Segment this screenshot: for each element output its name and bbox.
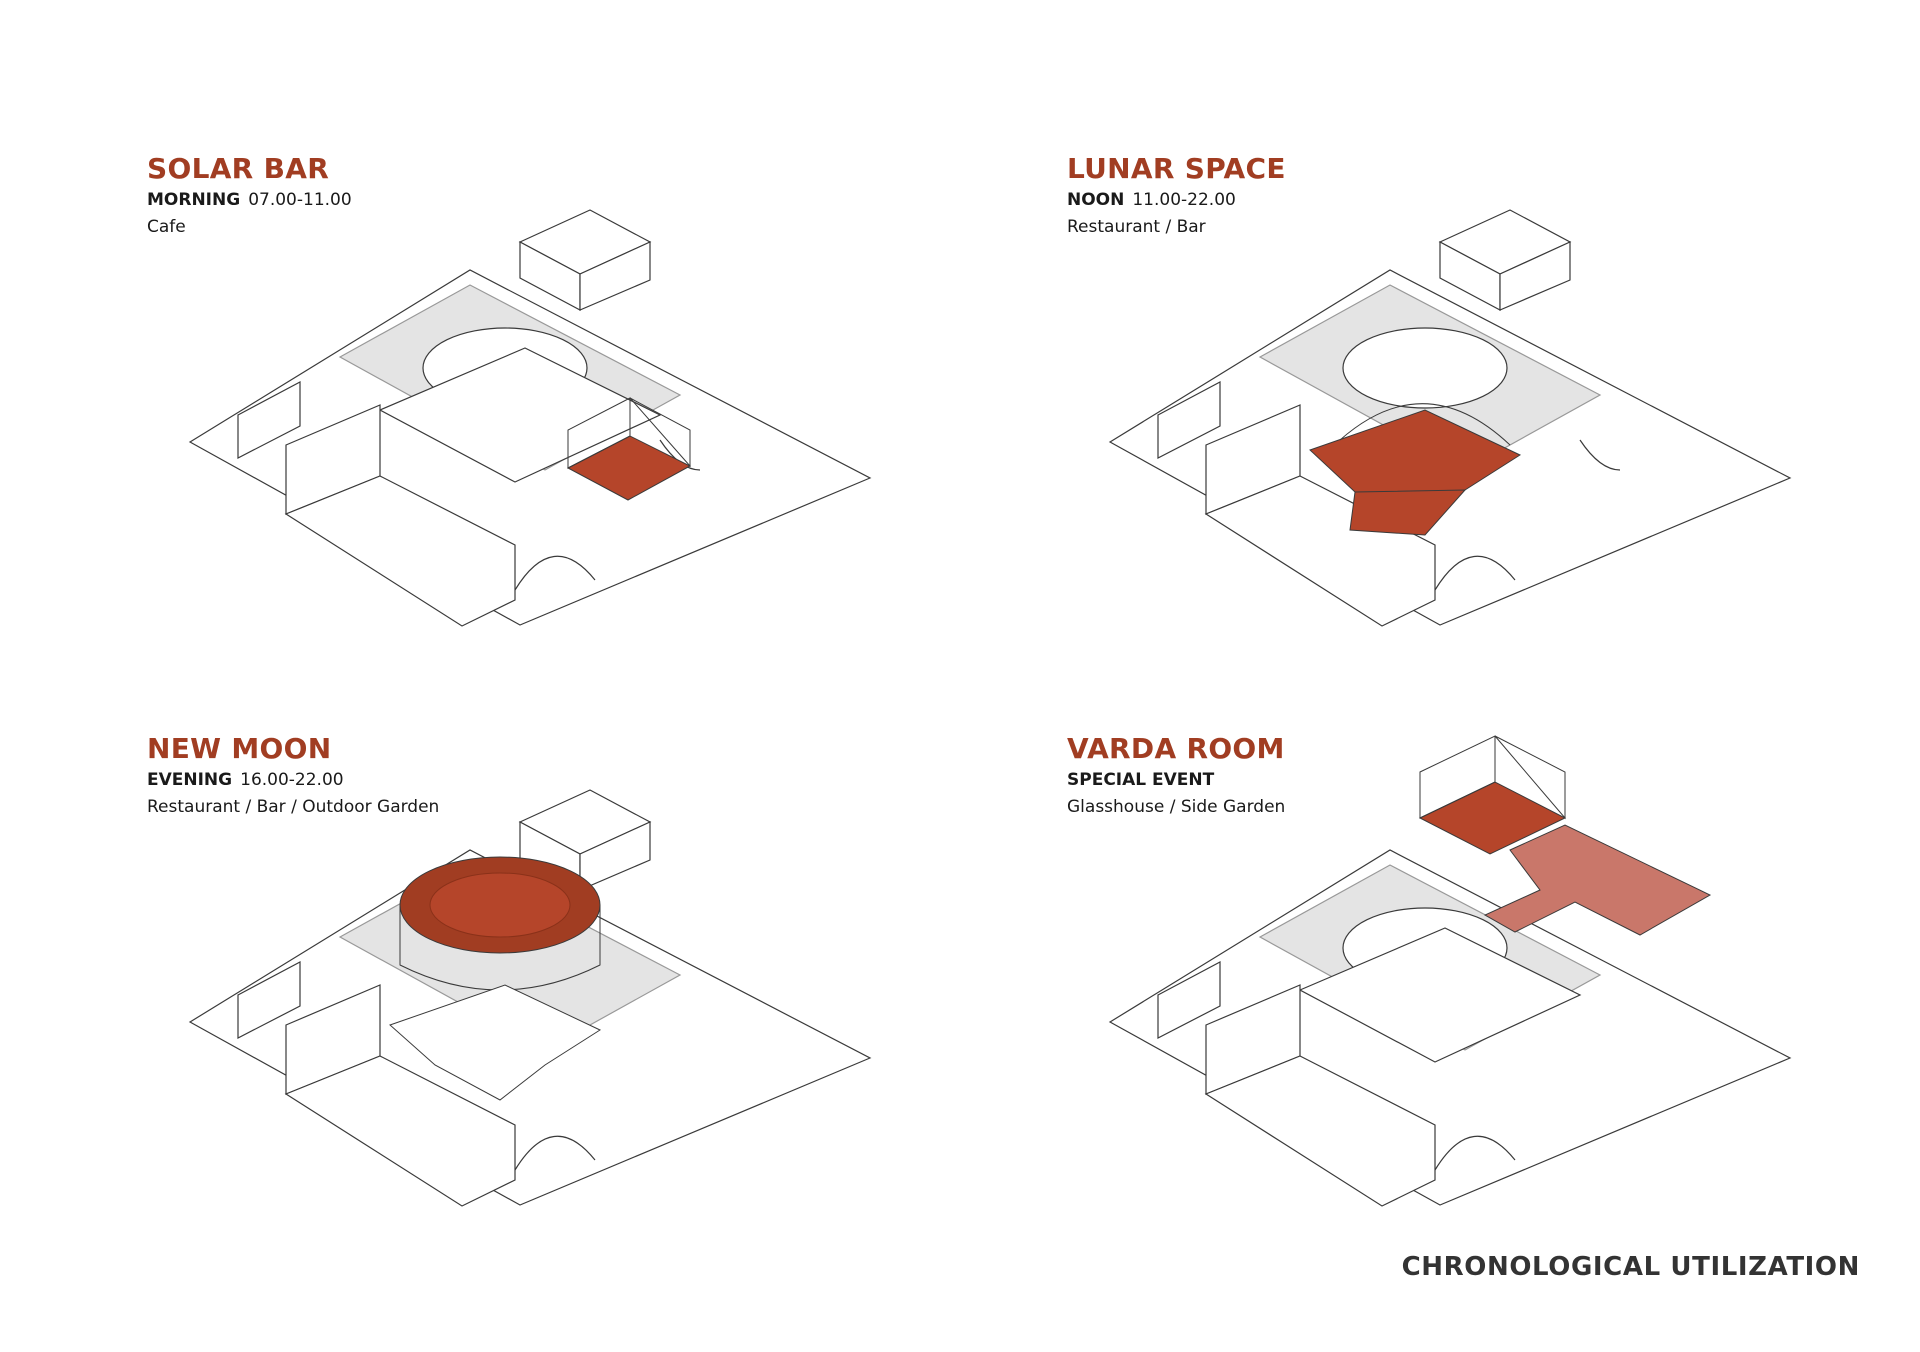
panel-varda-room: VARDA ROOM SPECIAL EVENT Glasshouse / Si…: [920, 720, 1880, 1300]
axonometric-diagram-new-moon: [188, 789, 872, 1207]
panel-hours: 07.00-11.00: [248, 190, 352, 210]
panel-title: SOLAR BAR: [147, 152, 330, 185]
highlighted-area-solar-bar: [566, 397, 692, 501]
panel-new-moon: NEW MOON EVENING 16.00-22.00 Restaurant /…: [0, 720, 960, 1300]
panel-lunar-space: LUNAR SPACE NOON 11.00-22.00 Restaurant /…: [920, 140, 1880, 720]
panel-label: VARDA ROOM SPECIAL EVENT Glasshouse / Si…: [1067, 732, 1285, 819]
panel-title: LUNAR SPACE: [1067, 152, 1286, 185]
panel-function: Restaurant / Bar: [1067, 217, 1206, 237]
panel-timing: EVENING 16.00-22.00: [147, 768, 439, 792]
panel-timing: MORNING 07.00-11.00: [147, 188, 352, 212]
highlighted-area-new-moon: [389, 856, 602, 1101]
panel-label: SOLAR BAR MORNING 07.00-11.00 Cafe: [147, 152, 352, 239]
panel-hours: 16.00-22.00: [240, 770, 344, 790]
panel-hours: 11.00-22.00: [1132, 190, 1236, 210]
figure-caption: CHRONOLOGICAL UTILIZATION: [1401, 1252, 1860, 1282]
axonometric-diagram-varda-room: [1108, 735, 1792, 1207]
panel-period: EVENING: [147, 770, 233, 790]
panel-title: NEW MOON: [147, 732, 332, 765]
panel-period: MORNING: [147, 190, 241, 210]
panel-timing: SPECIAL EVENT: [1067, 768, 1285, 792]
panel-solar-bar: SOLAR BAR MORNING 07.00-11.00 Cafe: [0, 140, 960, 720]
panel-title: VARDA ROOM: [1067, 732, 1285, 765]
panel-function: Glasshouse / Side Garden: [1067, 797, 1286, 817]
axonometric-diagram-lunar-space: [1108, 209, 1792, 627]
panel-label: NEW MOON EVENING 16.00-22.00 Restaurant /…: [147, 732, 439, 819]
panel-function: Cafe: [147, 217, 186, 237]
panel-period: SPECIAL EVENT: [1067, 770, 1215, 790]
highlighted-area-varda-room: [1418, 735, 1712, 936]
highlighted-area-lunar-space: [1309, 403, 1522, 536]
panel-function: Restaurant / Bar / Outdoor Garden: [147, 797, 440, 817]
axonometric-diagram-solar-bar: [188, 209, 872, 627]
panel-period: NOON: [1067, 190, 1125, 210]
panel-label: LUNAR SPACE NOON 11.00-22.00 Restaurant /…: [1067, 152, 1286, 239]
panel-timing: NOON 11.00-22.00: [1067, 188, 1286, 212]
